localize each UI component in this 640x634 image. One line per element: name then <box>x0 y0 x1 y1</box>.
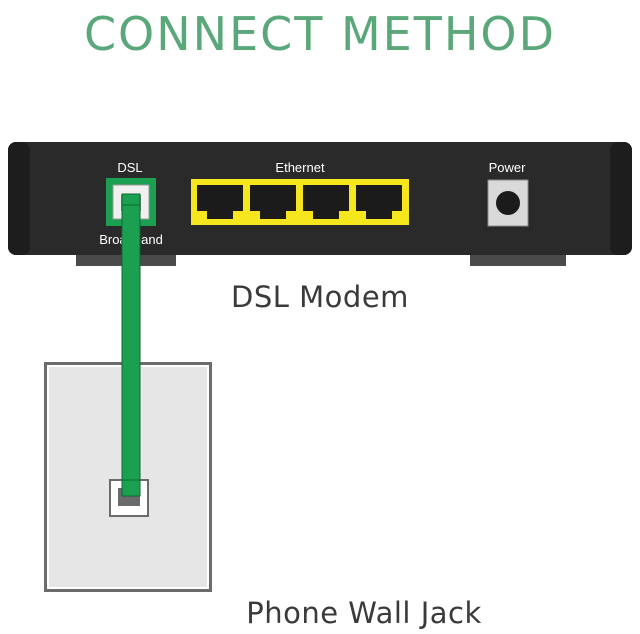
ethernet-ports <box>197 185 402 219</box>
dsl-port-label: DSL <box>117 160 142 175</box>
cable-line <box>121 204 141 496</box>
cable-plug-wall <box>121 479 141 497</box>
modem-foot-right <box>470 252 566 266</box>
phone-cable <box>121 193 141 497</box>
ethernet-port-2[interactable] <box>250 185 296 219</box>
modem-caption: DSL Modem <box>231 280 409 314</box>
dsl-modem: DSL Broadband Ethernet Power <box>8 142 632 255</box>
power-label: Power <box>489 160 527 175</box>
modem-side-left <box>8 142 30 255</box>
phone-wall-jack <box>44 362 212 592</box>
wall-jack-caption: Phone Wall Jack <box>246 596 482 630</box>
power-socket <box>496 191 520 215</box>
ethernet-port-4[interactable] <box>356 185 402 219</box>
ethernet-label: Ethernet <box>275 160 325 175</box>
diagram-title: CONNECT METHOD <box>84 7 556 61</box>
ethernet-port-1[interactable] <box>197 185 243 219</box>
ethernet-port-3[interactable] <box>303 185 349 219</box>
modem-side-right <box>610 142 632 255</box>
